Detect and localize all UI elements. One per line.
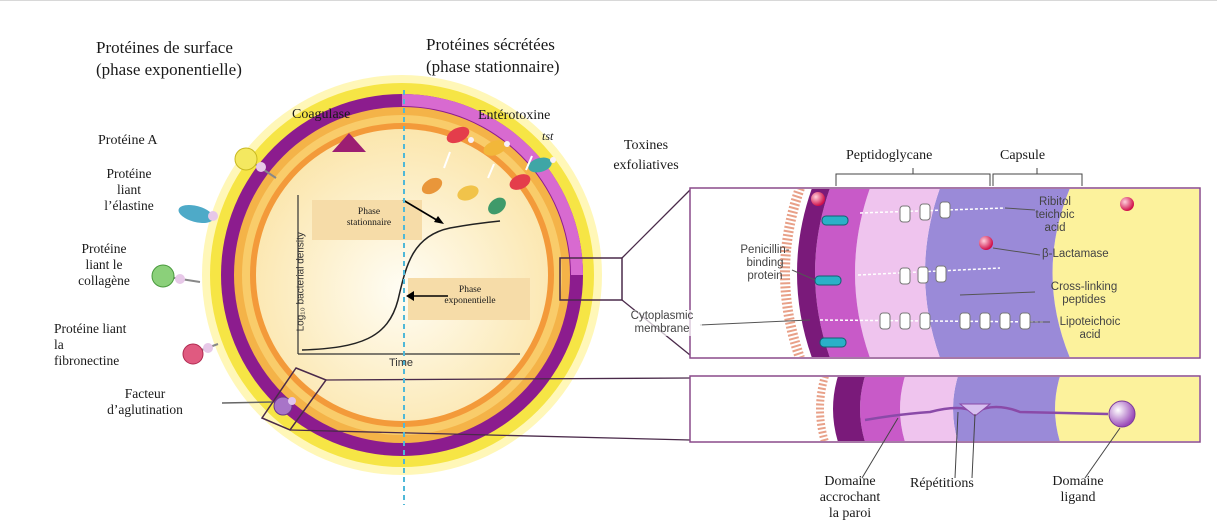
cytoplasmic-membrane-label: Cytoplasmic membrane: [622, 310, 702, 336]
beta-lactamase-bead: [1120, 197, 1134, 211]
label-line: peptides: [1036, 294, 1132, 307]
label-line: Ribitol: [1020, 196, 1090, 209]
collagen-binding-protein-icon: [152, 265, 200, 287]
label-line: membrane: [622, 323, 702, 336]
label-line: Protéine: [56, 241, 152, 257]
peptidoglycan-label: Peptidoglycane: [846, 148, 932, 164]
label-line: acid: [1020, 222, 1090, 235]
label-line: Facteur: [86, 386, 204, 402]
label-line: binding: [730, 257, 800, 270]
surface-proteins-subtitle: (phase exponentielle): [96, 60, 242, 80]
label-line: la: [54, 337, 126, 353]
ligand-domain-ball: [1109, 401, 1135, 427]
pbp-label: Penicillin- binding protein: [730, 244, 800, 284]
secreted-proteins-title: Protéines sécrétées: [426, 35, 555, 55]
stationary-phase-label: Phase stationnaire: [324, 207, 414, 229]
label-line: Protéine: [74, 166, 184, 182]
label-line: collagène: [56, 273, 152, 289]
membrane-protein: [820, 338, 846, 347]
exfoliative-toxins-label: Toxines exfoliatives: [598, 136, 694, 177]
peptidoglycan-bracket: [836, 168, 990, 186]
label-line: Phase: [422, 285, 518, 296]
crosslinking-label: Cross-linking peptides: [1036, 281, 1132, 307]
label-line: liant le: [56, 257, 152, 273]
label-line: accrochant: [800, 490, 900, 506]
label-line: stationnaire: [324, 218, 414, 229]
exponential-phase-label: Phase exponentielle: [422, 285, 518, 307]
pbp-icon: [815, 276, 841, 285]
beta-lactamase-bead: [811, 192, 825, 206]
label-line: liant: [74, 182, 184, 198]
label-line: Domaine: [1038, 474, 1118, 490]
protein-a-label: Protéine A: [98, 133, 158, 149]
capsule-label: Capsule: [1000, 148, 1045, 164]
label-line: exponentielle: [422, 296, 518, 307]
label-line: Lipoteichoic: [1050, 316, 1130, 329]
label-line: Cross-linking: [1036, 281, 1132, 294]
label-line: exfoliatives: [598, 156, 694, 176]
coagulase-label: Coagulase: [292, 107, 350, 123]
label-line: la paroi: [800, 506, 900, 522]
capsule-bracket: [993, 168, 1082, 186]
growth-x-axis-label: Time: [389, 357, 413, 370]
label-line: fibronectine: [54, 353, 126, 369]
growth-y-axis-label: Log₁₀ bacterial density: [295, 217, 307, 347]
label-line: Domaine: [800, 474, 900, 490]
fibronectin-binding-label: Protéine liant la fibronectine: [54, 321, 126, 370]
elastin-binding-label: Protéine liant l’élastine: [74, 166, 184, 215]
label-line: teichoic: [1020, 209, 1090, 222]
fibronectin-binding-protein-icon: [183, 343, 218, 364]
lipoteichoic-label: Lipoteichoic acid: [1050, 316, 1130, 342]
label-line: l’élastine: [74, 198, 184, 214]
enterotoxin-label: Entérotoxine: [478, 108, 550, 124]
clumping-factor-label: Facteur d’aglutination: [86, 386, 204, 418]
label-line: Protéine liant: [54, 321, 126, 337]
label-line: ligand: [1038, 490, 1118, 506]
zoom-connector: [622, 190, 690, 258]
ligand-domain-label: Domaine ligand: [1038, 474, 1118, 506]
collagen-binding-label: Protéine liant le collagène: [56, 241, 152, 290]
beta-lactamase-bead: [979, 236, 993, 250]
label-line: Toxines: [598, 136, 694, 156]
tst-label: tst: [542, 130, 553, 144]
label-line: Penicillin-: [730, 244, 800, 257]
label-line: acid: [1050, 329, 1130, 342]
surface-proteins-title: Protéines de surface: [96, 38, 233, 58]
secreted-proteins-subtitle: (phase stationnaire): [426, 57, 560, 77]
membrane-protein: [822, 216, 848, 225]
wall-anchoring-domain-label: Domaine accrochant la paroi: [800, 474, 900, 522]
label-line: protein: [730, 270, 800, 283]
label-line: d’aglutination: [86, 402, 204, 418]
label-line: Cytoplasmic: [622, 310, 702, 323]
repeats-label: Répétitions: [910, 476, 974, 492]
beta-lactamase-label: β-Lactamase: [1042, 248, 1109, 261]
anchoring-zoom-panel: [690, 376, 1200, 478]
ribitol-teichoic-label: Ribitol teichoic acid: [1020, 196, 1090, 236]
label-line: Phase: [324, 207, 414, 218]
